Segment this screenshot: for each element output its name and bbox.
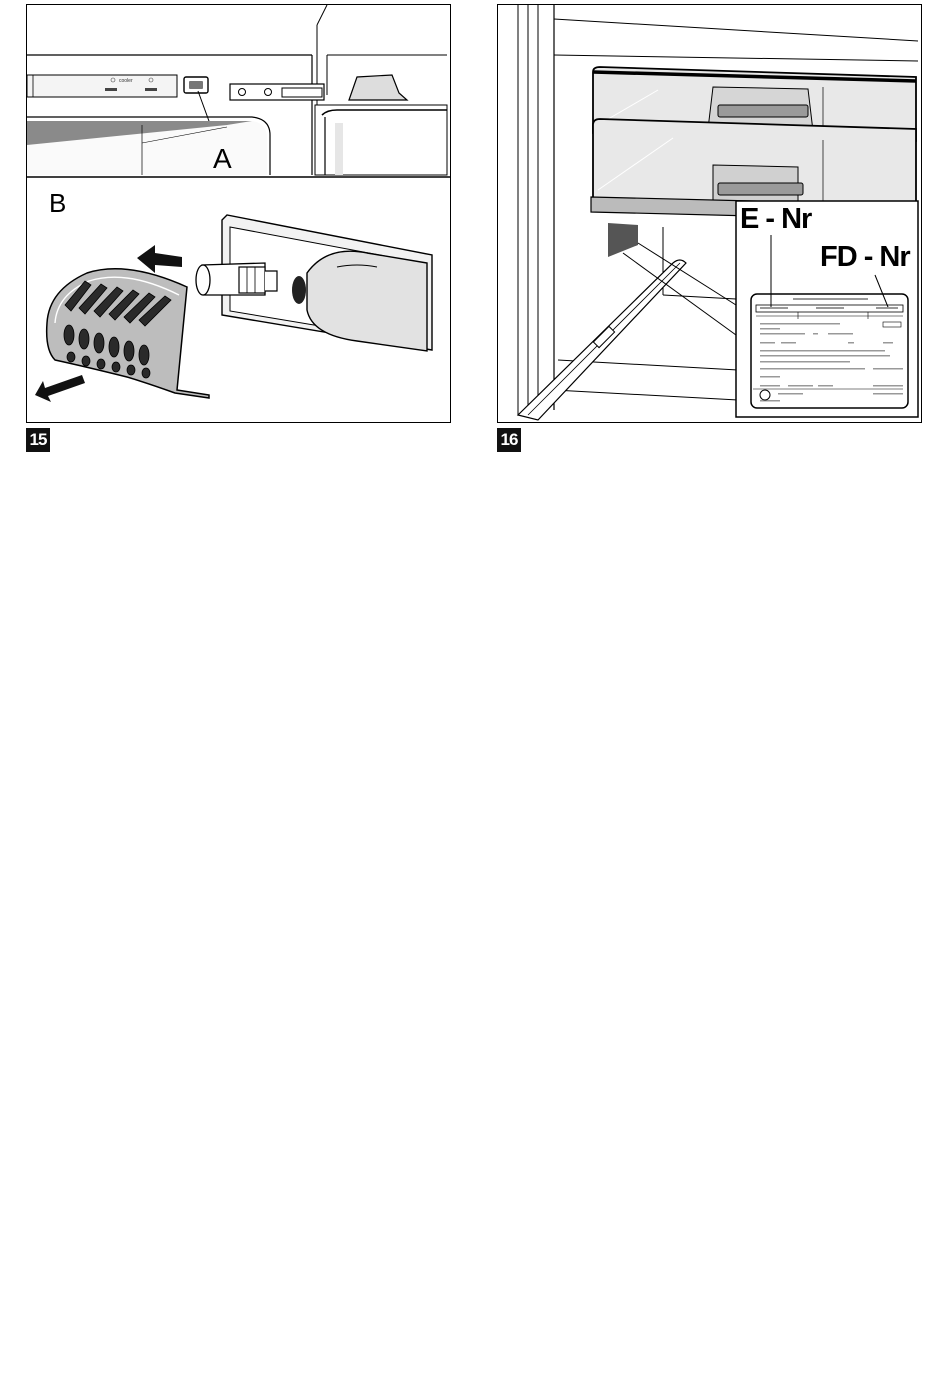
lamp-cover-removal (35, 215, 432, 402)
figure-15-panel: cooler (26, 4, 451, 423)
figure-16-number: 16 (497, 428, 521, 452)
figure-16-illustration (498, 5, 922, 423)
figure-15-number: 15 (26, 428, 50, 452)
label-a: A (213, 143, 232, 175)
label-e-nr: E - Nr (740, 203, 811, 236)
pull-arrow-icon (137, 245, 182, 273)
label-b: B (49, 188, 66, 219)
appliance-top-view: cooler (27, 5, 451, 177)
figure-16-panel: E - Nr FD - Nr (497, 4, 922, 423)
figure-15-illustration: cooler (27, 5, 451, 423)
control-panel-text: cooler (119, 78, 133, 84)
label-fd-nr: FD - Nr (820, 241, 910, 274)
remove-cover-arrow-icon (35, 375, 85, 402)
